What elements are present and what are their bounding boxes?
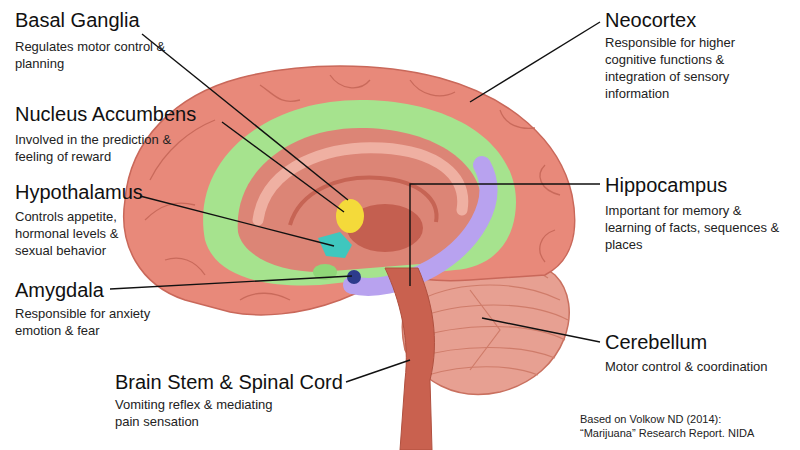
part-name: Basal Ganglia — [15, 8, 235, 32]
amygdala-shape — [347, 270, 361, 284]
part-name: Hippocampus — [605, 173, 795, 197]
hypothalamus-shape — [318, 232, 352, 258]
nucleus-accumbens-shape — [336, 199, 364, 233]
part-name: Neocortex — [605, 8, 795, 32]
part-name: Hypothalamus — [15, 180, 215, 204]
part-description: Regulates motor control & planning — [15, 38, 190, 72]
part-name: Cerebellum — [605, 330, 795, 354]
part-name: Amygdala — [15, 278, 215, 302]
part-description: Involved in the prediction & feeling of … — [15, 131, 205, 165]
source-caption: Based on Volkow ND (2014): “Marijuana” R… — [580, 412, 775, 440]
part-description: Motor control & coordination — [605, 358, 800, 375]
part-description: Responsible for higher cognitive functio… — [605, 34, 765, 102]
part-description: Controls appetite, hormonal levels & sex… — [15, 208, 133, 259]
part-name: Nucleus Accumbens — [15, 102, 245, 126]
limbic-band — [203, 100, 516, 285]
part-name: Brain Stem & Spinal Cord — [115, 370, 375, 394]
part-description: Vomiting reflex & mediating pain sensati… — [115, 396, 295, 430]
brain-stem-shape — [385, 268, 434, 450]
part-description: Responsible for anxiety emotion & fear — [15, 305, 175, 339]
part-description: Important for memory & learning of facts… — [605, 202, 781, 253]
hippocampus-shape — [352, 165, 488, 287]
leader-lines — [110, 22, 600, 382]
cortex-gyri — [145, 75, 560, 300]
